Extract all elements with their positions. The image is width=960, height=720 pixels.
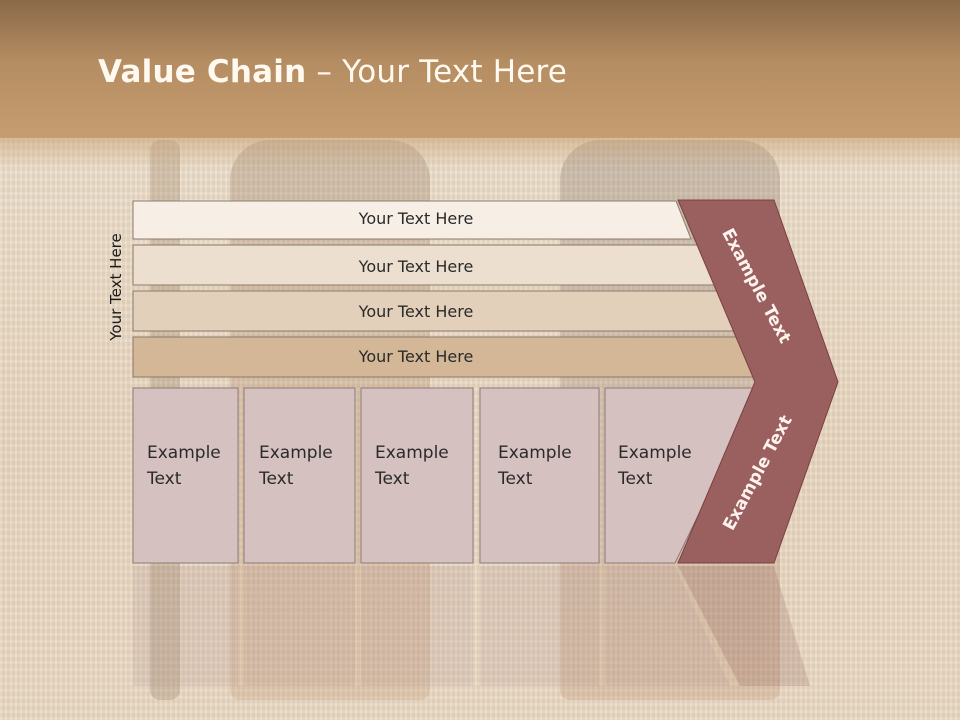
column-label-2-line2: Text bbox=[259, 469, 294, 489]
column-label-5-line2: Text bbox=[618, 469, 653, 489]
reflection-group bbox=[133, 566, 810, 686]
column-label-1-line2: Text bbox=[147, 469, 182, 489]
page-title: Value Chain – Your Text Here bbox=[98, 54, 567, 90]
column-label-4-line2: Text bbox=[498, 469, 533, 489]
title-bold: Value Chain bbox=[98, 54, 307, 90]
title-rest: – Your Text Here bbox=[306, 54, 568, 90]
column-label-3-line1: Example bbox=[375, 443, 449, 463]
row-label-4: Your Text Here bbox=[358, 347, 474, 366]
margin-chevron[interactable] bbox=[677, 199, 839, 564]
header-fade bbox=[0, 138, 960, 168]
header-bar bbox=[0, 0, 960, 138]
row-label-2: Your Text Here bbox=[358, 257, 474, 276]
column-label-1-line1: Example bbox=[147, 443, 221, 463]
column-shape-1[interactable] bbox=[132, 387, 239, 564]
column-label-3-line2: Text bbox=[375, 469, 410, 489]
column-shape-5[interactable] bbox=[604, 387, 761, 564]
column-label-4-line1: Example bbox=[498, 443, 572, 463]
row-label-3: Your Text Here bbox=[358, 302, 474, 321]
row-label-1: Your Text Here bbox=[358, 209, 474, 228]
column-label-2-line1: Example bbox=[259, 443, 333, 463]
column-shape-4[interactable] bbox=[479, 387, 600, 564]
column-shape-2[interactable] bbox=[243, 387, 356, 564]
column-label-5-line1: Example bbox=[618, 443, 692, 463]
column-shape-3[interactable] bbox=[360, 387, 474, 564]
row-shape-1[interactable] bbox=[132, 200, 692, 240]
